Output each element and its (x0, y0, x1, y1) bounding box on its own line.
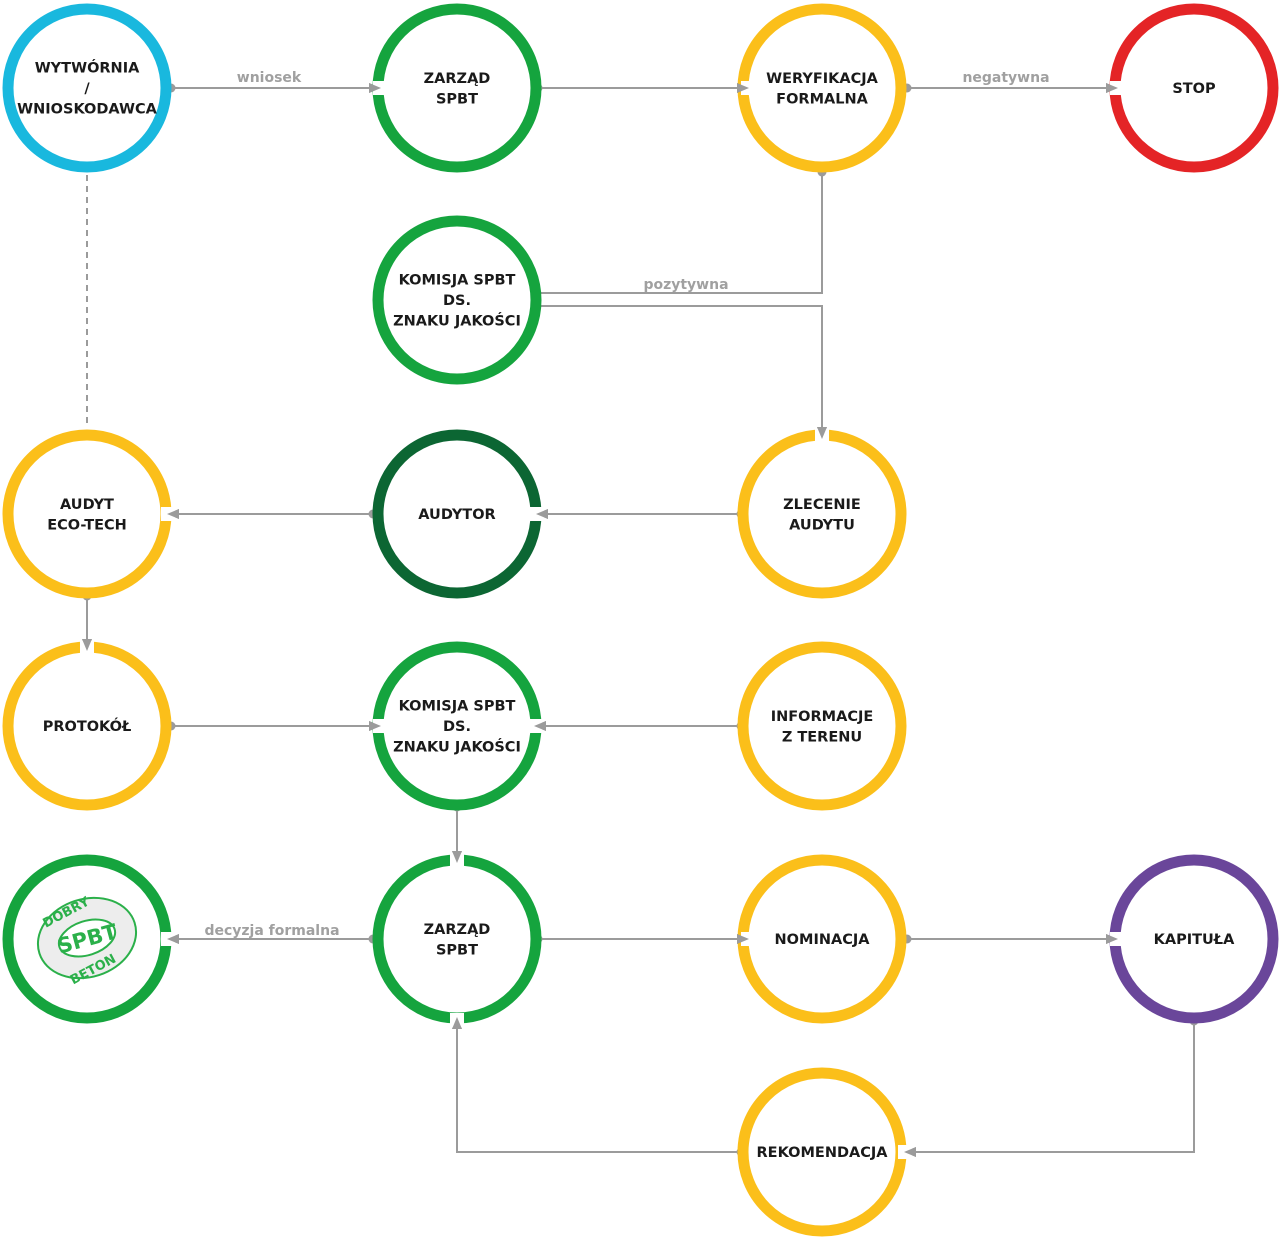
arrow-tip (369, 721, 381, 731)
node-kapitula: KAPITUŁA (1109, 854, 1279, 1024)
node-wytwornia: WYTWÓRNIA / WNIOSKODAWCA (2, 3, 172, 173)
node-informacje-z-terenu-label-line-1: INFORMACJE (771, 709, 874, 725)
arrow-rekomendacja-zarzad (452, 1017, 741, 1153)
node-komisja-top-label-line-2: DS. (443, 293, 471, 309)
arrow-tip (369, 83, 381, 93)
node-komisja-top-label-line-3: ZNAKU JAKOŚCI (393, 312, 521, 330)
node-zarzad-spbt-top-label-line-2: SPBT (436, 91, 478, 107)
node-wytwornia-label-line-1: WYTWÓRNIA (35, 59, 140, 77)
node-wytwornia-label-line-2: / (84, 81, 90, 97)
node-weryfikacja-formalna-ring (737, 3, 907, 173)
node-komisja-middle-label-line-2: DS. (443, 719, 471, 735)
label-wniosek: wniosek (237, 70, 302, 86)
edge-labels: wniosek negatywna pozytywna decyzja form… (204, 70, 1049, 939)
node-protokol-label-line-1: PROTOKÓŁ (43, 717, 132, 735)
label-decyzja-formalna: decyzja formalna (204, 923, 339, 939)
node-komisja-middle-label-line-3: ZNAKU JAKOŚCI (393, 738, 521, 756)
arrow-tip (536, 509, 548, 519)
node-stop: STOP (1109, 3, 1279, 173)
node-komisja-middle-label-line-1: KOMISJA SPBT (399, 699, 516, 715)
node-komisja-top-label-line-1: KOMISJA SPBT (399, 273, 516, 289)
connectors (82, 83, 1195, 1157)
arrow-tip (904, 1147, 916, 1157)
node-stop-label-line-1: STOP (1172, 81, 1216, 97)
arrow-tip (167, 509, 179, 519)
node-zarzad-spbt-bottom-ring (372, 854, 542, 1024)
node-informacje-z-terenu: INFORMACJE Z TERENU (737, 641, 907, 811)
arrow-weryfikacja-zlecenie (536, 172, 827, 439)
node-audyt-eco-tech: AUDYT ECO-TECH (2, 429, 172, 599)
connector-dots (82, 83, 1199, 1157)
arrow-tip (1106, 83, 1118, 93)
node-rekomendacja: REKOMENDACJA (737, 1067, 907, 1237)
arrow-tip (167, 934, 179, 944)
nodes: WYTWÓRNIA / WNIOSKODAWCA ZARZĄD SPBT WERYFIKA… (2, 3, 1279, 1237)
node-audytor: AUDYTOR (372, 429, 542, 599)
node-protokol: PROTOKÓŁ (2, 641, 172, 811)
node-komisja-middle: KOMISJA SPBT DS. ZNAKU JAKOŚCI (372, 641, 542, 811)
node-rekomendacja-label-line-1: REKOMENDACJA (757, 1145, 889, 1161)
arrow-tip (817, 427, 827, 439)
node-zarzad-spbt-bottom-label-line-2: SPBT (436, 942, 478, 958)
arrow-tip (1106, 934, 1118, 944)
node-zarzad-spbt-bottom: ZARZĄD SPBT (372, 854, 542, 1024)
logo-inner-ellipse (57, 918, 117, 958)
node-zlecenie-audytu-label-line-1: ZLECENIE (783, 497, 861, 513)
node-zlecenie-audytu-label-line-2: AUDYTU (789, 517, 855, 533)
node-wytwornia-label-line-3: WNIOSKODAWCA (17, 102, 157, 118)
node-weryfikacja-formalna: WERYFIKACJA FORMALNA (737, 3, 907, 173)
arrow-tip (534, 721, 546, 731)
node-kapitula-label-line-1: KAPITUŁA (1154, 932, 1235, 948)
node-zarzad-spbt-bottom-label-line-1: ZARZĄD (424, 922, 491, 938)
node-zarzad-spbt-top-ring (372, 3, 542, 173)
node-informacje-z-terenu-ring (737, 641, 907, 811)
node-weryfikacja-formalna-label-line-1: WERYFIKACJA (766, 71, 879, 87)
node-audyt-eco-tech-label-line-2: ECO-TECH (47, 517, 127, 533)
node-nominacja-label-line-1: NOMINACJA (775, 932, 871, 948)
node-nominacja: NOMINACJA (737, 854, 907, 1024)
ring-gaps (80, 81, 1124, 1159)
node-zlecenie-audytu: ZLECENIE AUDYTU (737, 429, 907, 599)
arrow-tip (737, 83, 749, 93)
node-informacje-z-terenu-label-line-2: Z TERENU (782, 729, 862, 745)
arrow-tip (452, 1017, 462, 1029)
arrow-tip (82, 639, 92, 651)
label-pozytywna: pozytywna (643, 277, 728, 293)
arrow-tip (452, 851, 462, 863)
node-komisja-top-ring (372, 215, 542, 385)
node-zlecenie-audytu-ring (737, 429, 907, 599)
node-audytor-label-line-1: AUDYTOR (418, 507, 495, 523)
node-audyt-eco-tech-label-line-1: AUDYT (60, 497, 114, 513)
node-weryfikacja-formalna-label-line-2: FORMALNA (776, 91, 868, 107)
arrow-tip (737, 934, 749, 944)
node-zarzad-spbt-top: ZARZĄD SPBT (372, 3, 542, 173)
label-negatywna: negatywna (962, 70, 1049, 86)
node-wytwornia-ring (2, 3, 172, 173)
arrow-kapitula-rekomendacja (904, 1021, 1195, 1157)
node-audyt-eco-tech-ring (2, 429, 172, 599)
node-komisja-top: KOMISJA SPBT DS. ZNAKU JAKOŚCI (372, 215, 542, 385)
node-zarzad-spbt-top-label-line-1: ZARZĄD (424, 71, 491, 87)
arrow-tips (82, 83, 1118, 1157)
